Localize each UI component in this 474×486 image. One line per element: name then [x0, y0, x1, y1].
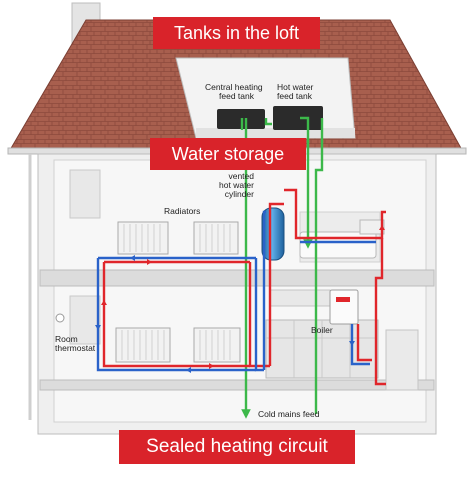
- loft-space: [175, 57, 356, 139]
- hot-water-feed-tank: [273, 106, 323, 130]
- hot-water-tank-label: Hot water feed tank: [277, 83, 313, 101]
- radiators-label: Radiators: [164, 206, 201, 216]
- boiler: [329, 289, 359, 325]
- label-line: thermostat: [55, 343, 96, 353]
- banner-tanks-in-loft: Tanks in the loft: [153, 17, 320, 49]
- radiator: [115, 327, 241, 363]
- room-thermostat: [55, 313, 65, 323]
- label-line: feed tank: [277, 91, 312, 101]
- first-floor-slab: [39, 269, 435, 287]
- label-line: Hot water: [277, 82, 314, 92]
- bath: [299, 231, 377, 259]
- banner-water-storage: Water storage: [150, 138, 306, 170]
- hot-water-cylinder: [261, 207, 285, 261]
- label-line: vented: [228, 171, 254, 181]
- label-line: cylinder: [224, 189, 254, 199]
- cold-mains-feed-label: Cold mains feed: [258, 409, 320, 419]
- label-line: Central heating: [205, 82, 263, 92]
- flow-arrows: [101, 225, 385, 369]
- return-arrows: [95, 255, 355, 373]
- room-thermostat-label: Room thermostat: [55, 335, 95, 353]
- label-line: Room: [55, 334, 78, 344]
- label-line: hot water: [219, 180, 254, 190]
- label-line: feed tank: [219, 91, 254, 101]
- central-heating-tank-label: Central heating feed tank: [205, 83, 263, 101]
- cylinder-label: vented hot water cylinder: [204, 172, 254, 199]
- boiler-label: Boiler: [311, 325, 333, 335]
- return-pipes: [96, 210, 376, 372]
- banner-sealed-heating-circuit: Sealed heating circuit: [119, 430, 355, 464]
